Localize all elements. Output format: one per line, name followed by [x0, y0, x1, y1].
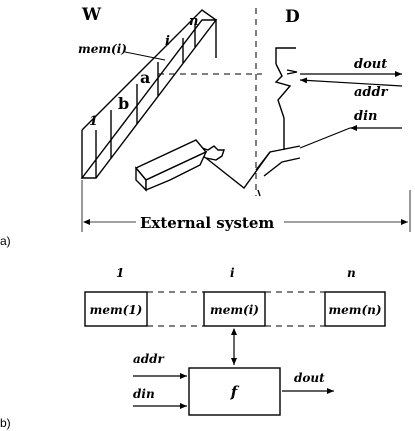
panel-b-label: b): [0, 416, 11, 430]
dout-label-a: dout: [354, 57, 387, 72]
mem-i-label: mem(i): [78, 42, 127, 56]
din-leader: [299, 127, 351, 149]
col-1-label: 1: [116, 266, 124, 280]
cell-a-label: a: [140, 68, 150, 87]
mem-n-label: mem(n): [328, 303, 381, 317]
mem-i-leader: [124, 51, 166, 61]
agent-figure: [205, 47, 301, 197]
external-system-label: External system: [140, 214, 274, 232]
f-label: f: [230, 383, 240, 401]
addr-label-a: addr: [354, 85, 389, 100]
dout-label-b: dout: [294, 371, 325, 385]
memory-band: [80, 9, 218, 179]
index-n-label: n: [189, 14, 198, 29]
mem-1-box: [84, 291, 148, 327]
addr-arrow: [299, 77, 403, 87]
d-label: D: [285, 7, 300, 27]
mem-i-box: [203, 291, 266, 327]
mem-1-label: mem(1): [90, 303, 143, 317]
index-1-label: 1: [89, 114, 98, 129]
panel-b: 1 i n mem(1) mem(i) mem(n) f addr din do…: [0, 266, 386, 430]
cell-b-label: b: [118, 94, 129, 113]
col-n-label: n: [347, 266, 356, 280]
panel-a-label: a): [0, 234, 11, 248]
block-shape: [134, 139, 208, 192]
col-i-label: i: [230, 266, 235, 280]
external-label-bg: [136, 212, 284, 232]
din-label-b: din: [133, 387, 155, 401]
panel-a: W D 1 i n mem(i) a b: [0, 5, 411, 248]
w-label: W: [81, 5, 102, 25]
mem-n-box: [324, 291, 386, 327]
index-i-label: i: [165, 34, 170, 49]
f-box: [188, 367, 281, 416]
addr-label-b: addr: [133, 352, 166, 366]
din-label-a: din: [354, 109, 377, 124]
mem-i-label-b: mem(i): [210, 303, 259, 317]
